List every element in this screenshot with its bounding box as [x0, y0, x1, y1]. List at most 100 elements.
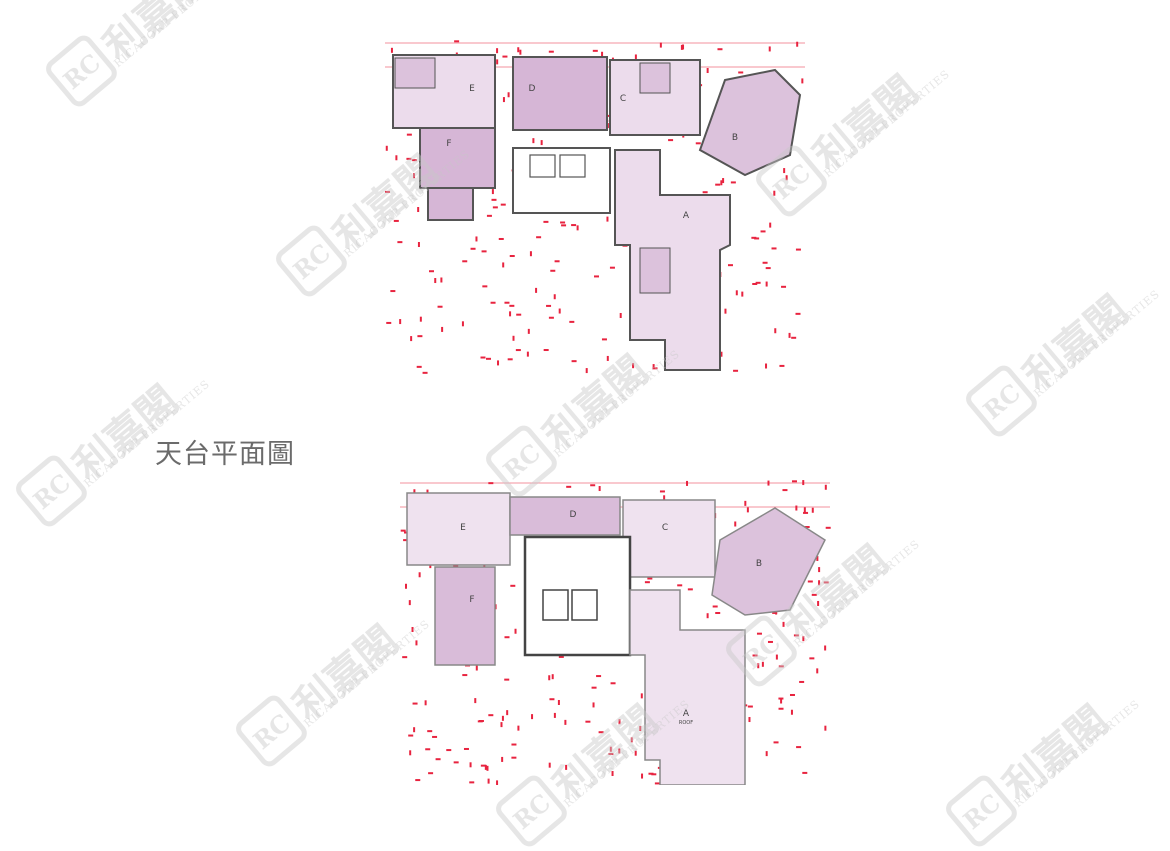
roof-label-e: E [460, 523, 466, 533]
dimension-mark [585, 720, 591, 723]
typical-floor-unit-labels: E D C B F A [446, 84, 738, 221]
dimension-mark [480, 764, 486, 767]
dimension-mark [486, 357, 492, 360]
dimension-mark [756, 632, 762, 635]
dimension-mark [408, 734, 414, 737]
dimension-mark [795, 312, 801, 315]
unit-label-a: A [683, 211, 690, 221]
dimension-mark [722, 178, 725, 184]
dimension-mark [553, 712, 556, 718]
dimension-mark [772, 611, 778, 614]
dimension-mark [496, 59, 499, 65]
dimension-mark [507, 358, 513, 361]
dimension-mark [400, 529, 406, 532]
dimension-mark [571, 224, 577, 227]
dimension-mark [752, 282, 758, 285]
dimension-mark [654, 782, 660, 785]
roof-label-b: B [756, 559, 762, 569]
dimension-mark [532, 138, 535, 144]
dimension-mark [491, 198, 497, 201]
dimension-mark [511, 743, 517, 746]
dimension-mark [453, 761, 459, 764]
dimension-mark [735, 290, 738, 296]
dimension-mark [399, 319, 402, 325]
dimension-mark [557, 699, 560, 705]
dimension-mark [395, 155, 398, 161]
dimension-mark [663, 495, 666, 501]
dimension-mark [768, 46, 771, 52]
dimension-mark [765, 363, 768, 369]
dimension-mark [780, 698, 783, 704]
dimension-mark [774, 328, 777, 334]
dimension-mark [652, 367, 658, 370]
dimension-mark [618, 748, 621, 754]
dimension-mark [390, 47, 393, 53]
dimension-mark [492, 206, 498, 209]
dimension-mark [504, 636, 510, 639]
roof-f [434, 566, 496, 666]
dimension-mark [724, 308, 727, 314]
dimension-mark [651, 773, 657, 776]
dimension-mark [730, 181, 736, 184]
dimension-mark [802, 636, 805, 642]
dimension-mark [785, 175, 788, 181]
dimension-mark [475, 236, 478, 242]
dimension-mark [796, 41, 799, 47]
dimension-mark [488, 714, 494, 717]
dimension-mark [393, 219, 399, 222]
dimension-mark [413, 489, 416, 495]
dimension-mark [548, 675, 551, 681]
dimension-mark [462, 260, 468, 263]
dimension-mark [548, 50, 554, 53]
dimension-mark [609, 746, 612, 752]
dimension-mark [609, 266, 615, 269]
unit-c-room [639, 62, 671, 94]
dimension-mark [427, 730, 433, 733]
dimension-mark [640, 693, 643, 699]
dimension-mark [809, 657, 815, 660]
dimension-mark [527, 328, 530, 334]
roof-b [711, 507, 826, 616]
dimension-mark [515, 349, 521, 352]
dimension-mark [795, 248, 801, 251]
dimension-mark [429, 270, 435, 273]
dimension-mark [469, 781, 475, 784]
dimension-mark [775, 654, 778, 660]
dimension-mark [634, 750, 637, 756]
dimension-mark [469, 762, 472, 768]
dimension-mark [519, 49, 522, 55]
dimension-mark [535, 287, 538, 293]
dimension-mark [783, 168, 786, 174]
dimension-mark [715, 183, 721, 186]
dimension-mark [385, 190, 391, 193]
dimension-mark [558, 655, 564, 658]
dimension-mark [481, 250, 487, 253]
dimension-mark [504, 301, 510, 304]
dimension-mark [475, 665, 478, 671]
dimension-mark [659, 42, 662, 48]
dimension-mark [779, 364, 785, 367]
dimension-mark [596, 675, 602, 678]
dimension-mark [517, 725, 520, 731]
unit-d [512, 56, 608, 131]
dimension-mark [686, 480, 689, 486]
dimension-mark [789, 693, 795, 696]
dimension-mark [720, 180, 723, 186]
dimension-mark [680, 44, 683, 50]
dimension-mark [553, 294, 556, 300]
dimension-mark [536, 236, 542, 239]
dimension-mark [601, 338, 607, 341]
dimension-mark [470, 247, 476, 250]
unit-e-room [394, 57, 436, 89]
dimension-mark [406, 157, 412, 160]
dimension-mark [811, 507, 814, 513]
dimension-mark [561, 224, 567, 227]
dimension-mark [695, 142, 701, 145]
dimension-mark [790, 709, 793, 715]
dimension-mark [811, 593, 817, 596]
dimension-mark [441, 326, 444, 332]
dimension-mark [706, 68, 709, 74]
dimension-mark [554, 260, 560, 263]
dimension-mark [435, 758, 441, 761]
unit-label-e: E [469, 84, 475, 94]
